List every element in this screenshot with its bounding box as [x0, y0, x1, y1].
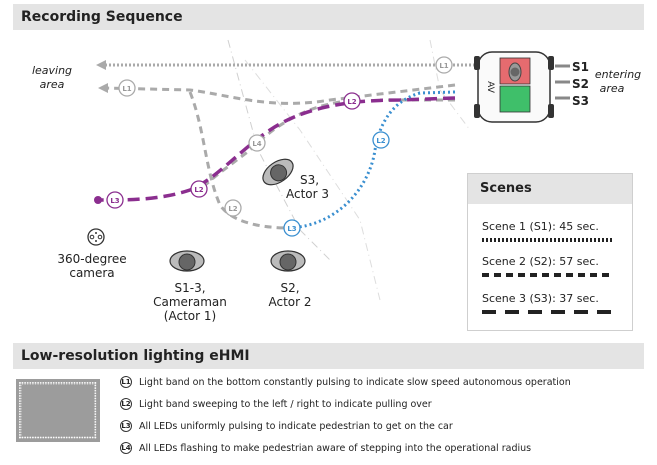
svg-text:L1: L1	[122, 85, 131, 93]
cameraman-label-line2: Cameraman	[153, 295, 227, 309]
badge-l4: L4	[248, 134, 266, 152]
camera-label-line2: camera	[69, 266, 114, 280]
scene-3-line	[482, 310, 612, 314]
legend-text-l3: All LEDs uniformly pulsing to indicate p…	[139, 420, 453, 432]
badge-l2-gray: L2	[224, 199, 242, 217]
scene-3-label: Scene 3 (S3): 37 sec.	[482, 292, 599, 305]
led-dots	[19, 382, 97, 439]
path-l2-blue	[289, 90, 456, 230]
actor3-person-icon	[262, 158, 294, 186]
recording-sequence-diagram: L1 L1 L2 L2 L4 L2 L2 L3	[32, 39, 641, 323]
legend-item-l1: L1 Light band on the bottom constantly p…	[120, 376, 571, 388]
path-l3-purple	[99, 96, 456, 202]
legend-badge-l3: L3	[120, 420, 132, 432]
autonomous-vehicle: AV	[474, 51, 554, 123]
boundary-line-right	[244, 59, 381, 301]
scenes-legend: Scenes Scene 1 (S1): 45 sec. Scene 2 (S2…	[467, 173, 633, 331]
scene-1-label: Scene 1 (S1): 45 sec.	[482, 220, 599, 233]
svg-text:L2: L2	[228, 205, 237, 213]
path-s2-to-actor2	[188, 91, 291, 230]
scene-1-line	[482, 238, 612, 242]
ehmi-title: Low-resolution lighting eHMI	[21, 348, 250, 364]
badge-l1-left: L1	[118, 79, 136, 97]
scene-2-line	[482, 273, 612, 277]
lane-label-s1: S1	[572, 60, 589, 74]
scenes-title: Scenes	[468, 174, 632, 204]
cameraman-label-line3: (Actor 1)	[164, 309, 216, 323]
badge-l2-purple: L2	[343, 92, 361, 110]
badge-l2-purple-lower: L2	[190, 180, 208, 198]
actor2-person-icon	[270, 250, 306, 272]
cameraman-person-icon	[169, 250, 205, 272]
cameraman-label-line1: S1-3,	[174, 281, 205, 295]
recording-sequence-title: Recording Sequence	[21, 9, 183, 25]
svg-text:L3: L3	[287, 225, 296, 233]
car-green-zone	[499, 85, 531, 113]
car-label: AV	[485, 81, 495, 94]
arrowhead-s2	[98, 83, 108, 93]
legend-badge-l1: L1	[120, 376, 132, 388]
legend-badge-l2: L2	[120, 398, 132, 410]
recording-sequence-header: Recording Sequence	[13, 4, 644, 30]
legend-item-l2: L2 Light band sweeping to the left / rig…	[120, 398, 432, 410]
badge-l1-top: L1	[435, 56, 453, 74]
entering-label-line1: entering	[595, 68, 641, 81]
camera-icon	[87, 228, 105, 246]
svg-text:L2: L2	[194, 186, 203, 194]
svg-text:L1: L1	[439, 62, 448, 70]
legend-text-l1: Light band on the bottom constantly puls…	[139, 376, 571, 388]
svg-text:L4: L4	[252, 140, 261, 148]
lane-label-s3: S3	[572, 94, 589, 108]
scene-2-label: Scene 2 (S2): 57 sec.	[482, 255, 599, 268]
badge-l2-blue: L2	[372, 131, 390, 149]
legend-text-l2: Light band sweeping to the left / right …	[139, 398, 432, 410]
camera-label-line1: 360-degree	[57, 252, 126, 266]
actor2-label-line2: Actor 2	[268, 295, 311, 309]
boundary-line-left	[227, 39, 331, 261]
legend-badge-l4: L4	[120, 442, 132, 454]
legend-text-l4: All LEDs flashing to make pedestrian awa…	[139, 442, 532, 454]
arrowhead-s1	[96, 60, 106, 70]
svg-text:L2: L2	[347, 98, 356, 106]
lane-stubs	[555, 64, 570, 100]
purple-path-end	[94, 196, 102, 204]
ehmi-header: Low-resolution lighting eHMI	[13, 343, 644, 369]
badge-l3-blue: L3	[283, 219, 301, 237]
svg-text:L3: L3	[110, 197, 119, 205]
leaving-label-line1: leaving	[32, 64, 72, 77]
led-matrix-illustration	[16, 379, 100, 442]
actor2-label-line1: S2,	[280, 281, 299, 295]
path-s2-leaving	[104, 83, 456, 105]
badge-l3-purple: L3	[106, 191, 124, 209]
actor3-label-line2: Actor 3	[286, 187, 329, 201]
entering-label-line2: area	[600, 82, 625, 95]
svg-text:L2: L2	[376, 137, 385, 145]
lane-label-s2: S2	[572, 77, 589, 91]
actor3-label-line1: S3,	[300, 173, 319, 187]
legend-item-l4: L4 All LEDs flashing to make pedestrian …	[120, 442, 531, 454]
legend-item-l3: L3 All LEDs uniformly pulsing to indicat…	[120, 420, 453, 432]
leaving-label-line2: area	[40, 78, 65, 91]
